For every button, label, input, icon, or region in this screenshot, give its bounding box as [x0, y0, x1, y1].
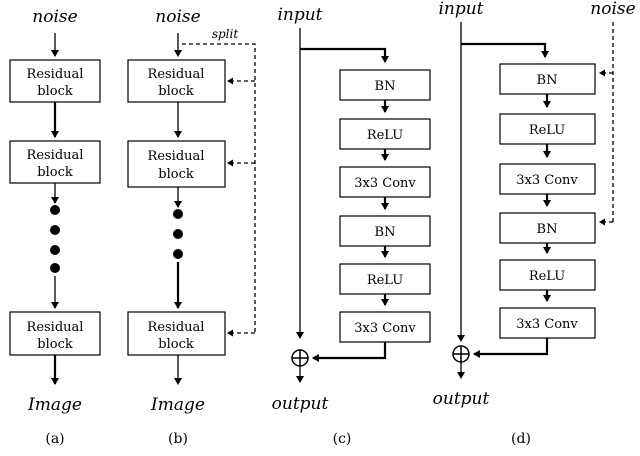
panel-d-layer-conv-2	[499, 307, 596, 339]
panel-b-image-label: Image	[150, 395, 205, 415]
panel-d-layer-4-text: BN	[537, 222, 558, 237]
panel-c-layer-bn-1	[339, 69, 431, 101]
panel-a: noise Residual block Residual block Resi…	[9, 7, 101, 447]
panel-b-block1-text2: block	[158, 84, 194, 99]
panel-d-input-label: input	[438, 0, 483, 19]
panel-c-layer-1-text: BN	[375, 79, 396, 94]
panel-c-layer-relu-1	[339, 118, 431, 150]
panel-d: input noise BN ReLU 3x3 Conv BN ReLU 3x3…	[433, 0, 636, 447]
panel-b-residual-block-3	[127, 311, 226, 356]
panel-b-block2-text2: block	[158, 167, 194, 182]
panel-d-input-branch	[461, 42, 549, 58]
panel-a-caption: (a)	[45, 431, 64, 447]
panel-c-layer-4-text: BN	[375, 225, 396, 240]
panel-a-block1-text2: block	[37, 84, 73, 99]
panel-a-block2-text2: block	[37, 165, 73, 180]
panel-d-output-label: output	[433, 389, 490, 409]
panel-d-layer-bn-2	[499, 212, 596, 244]
panel-a-block1-text1: Residual	[27, 67, 84, 82]
panel-a-ellipsis-dot-2	[50, 225, 60, 235]
panel-b-ellipsis-dot-1	[173, 209, 183, 219]
panel-b-noise-label: noise	[155, 7, 200, 27]
panel-b-residual-block-2	[127, 140, 226, 188]
panel-d-layer-3-text: 3x3 Conv	[516, 173, 578, 188]
panel-c-layer-conv-2	[339, 311, 431, 343]
panel-a-block2-text1: Residual	[27, 148, 84, 163]
panel-a-block3-text2: block	[37, 337, 73, 352]
panel-a-residual-block-2	[9, 140, 101, 184]
panel-c-layer-2-text: ReLU	[367, 128, 403, 143]
panel-d-layer-relu-1	[499, 113, 596, 145]
panel-a-noise-label: noise	[32, 7, 77, 27]
panel-d-caption: (d)	[511, 431, 531, 447]
panel-a-ellipsis-dot-1	[50, 205, 60, 215]
panel-c: input BN ReLU 3x3 Conv BN ReLU 3x3 Conv …	[272, 5, 431, 447]
panel-a-image-label: Image	[27, 395, 82, 415]
panel-b-block3-text1: Residual	[148, 320, 205, 335]
panel-c-layer-5-text: ReLU	[367, 273, 403, 288]
panel-b-block1-text1: Residual	[148, 67, 205, 82]
panel-c-layer-bn-2	[339, 215, 431, 247]
panel-b-split-line	[182, 43, 256, 333]
panel-c-residual-return	[312, 342, 387, 362]
panel-c-layer-3-text: 3x3 Conv	[354, 176, 416, 191]
panel-b-residual-block-1	[127, 59, 226, 103]
panel-d-layer-5-text: ReLU	[529, 269, 565, 284]
panel-c-input-label: input	[277, 5, 322, 25]
panel-b-split-label: split	[212, 27, 239, 41]
panel-d-layer-2-text: ReLU	[529, 123, 565, 138]
panel-c-input-branch	[300, 47, 389, 63]
panel-d-layer-1-text: BN	[537, 73, 558, 88]
panel-a-residual-block-3	[9, 311, 101, 356]
panel-b-block3-text2: block	[158, 337, 194, 352]
panel-c-layer-6-text: 3x3 Conv	[354, 321, 416, 336]
panel-b-block2-text1: Residual	[148, 149, 205, 164]
panel-d-noise-label: noise	[590, 0, 635, 19]
panel-b: noise split Residual block Residual bloc…	[127, 7, 256, 447]
panel-b-ellipsis-dot-3	[173, 249, 183, 259]
panel-b-ellipsis-dot-2	[173, 229, 183, 239]
panel-d-layer-bn-1	[499, 63, 596, 95]
panel-a-ellipsis-dot-4	[50, 263, 60, 273]
panel-d-layer-6-text: 3x3 Conv	[516, 317, 578, 332]
panel-d-residual-return	[473, 338, 549, 358]
panel-c-output-label: output	[272, 394, 329, 414]
panel-d-layer-conv-1	[499, 163, 596, 195]
panel-b-caption: (b)	[168, 431, 188, 447]
panel-a-ellipsis-dot-3	[50, 245, 60, 255]
panel-a-block3-text1: Residual	[27, 320, 84, 335]
panel-d-layer-relu-2	[499, 259, 596, 291]
panel-c-caption: (c)	[333, 431, 352, 447]
